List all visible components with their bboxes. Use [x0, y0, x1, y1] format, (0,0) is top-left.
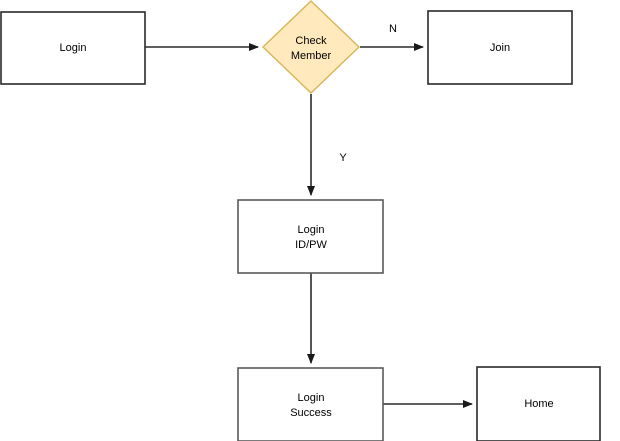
node-join[interactable]: Join: [427, 10, 573, 85]
node-login-label: Login: [60, 42, 87, 54]
node-check-member-label-line1: Check: [295, 35, 327, 47]
node-login-success[interactable]: Login Success: [237, 367, 384, 441]
node-login-success-label-line1: Login: [298, 392, 325, 404]
node-login-success-label-line2: Success: [290, 407, 332, 419]
node-join-label: Join: [490, 42, 510, 54]
node-login-success-shape[interactable]: [237, 367, 384, 441]
edge-label-yes: Y: [339, 152, 347, 164]
node-home[interactable]: Home: [476, 366, 601, 441]
node-login-id-pw-shape[interactable]: [237, 199, 384, 274]
edge-labels-layer: N Y: [339, 23, 397, 164]
node-home-shape[interactable]: [476, 366, 601, 441]
node-home-label: Home: [524, 398, 553, 410]
edge-label-no: N: [389, 23, 397, 35]
node-login-id-pw-label-line1: Login: [298, 224, 325, 236]
node-check-member-label-line2: Member: [291, 50, 332, 62]
node-login-shape[interactable]: [0, 11, 146, 85]
node-join-shape[interactable]: [427, 10, 573, 85]
node-login-id-pw-label-line2: ID/PW: [295, 239, 327, 251]
node-login-id-pw[interactable]: Login ID/PW: [237, 199, 384, 274]
node-login[interactable]: Login: [0, 11, 146, 85]
edges-layer: [145, 43, 473, 408]
node-check-member[interactable]: Check Member: [261, 0, 361, 94]
node-check-member-shape[interactable]: [261, 0, 361, 94]
